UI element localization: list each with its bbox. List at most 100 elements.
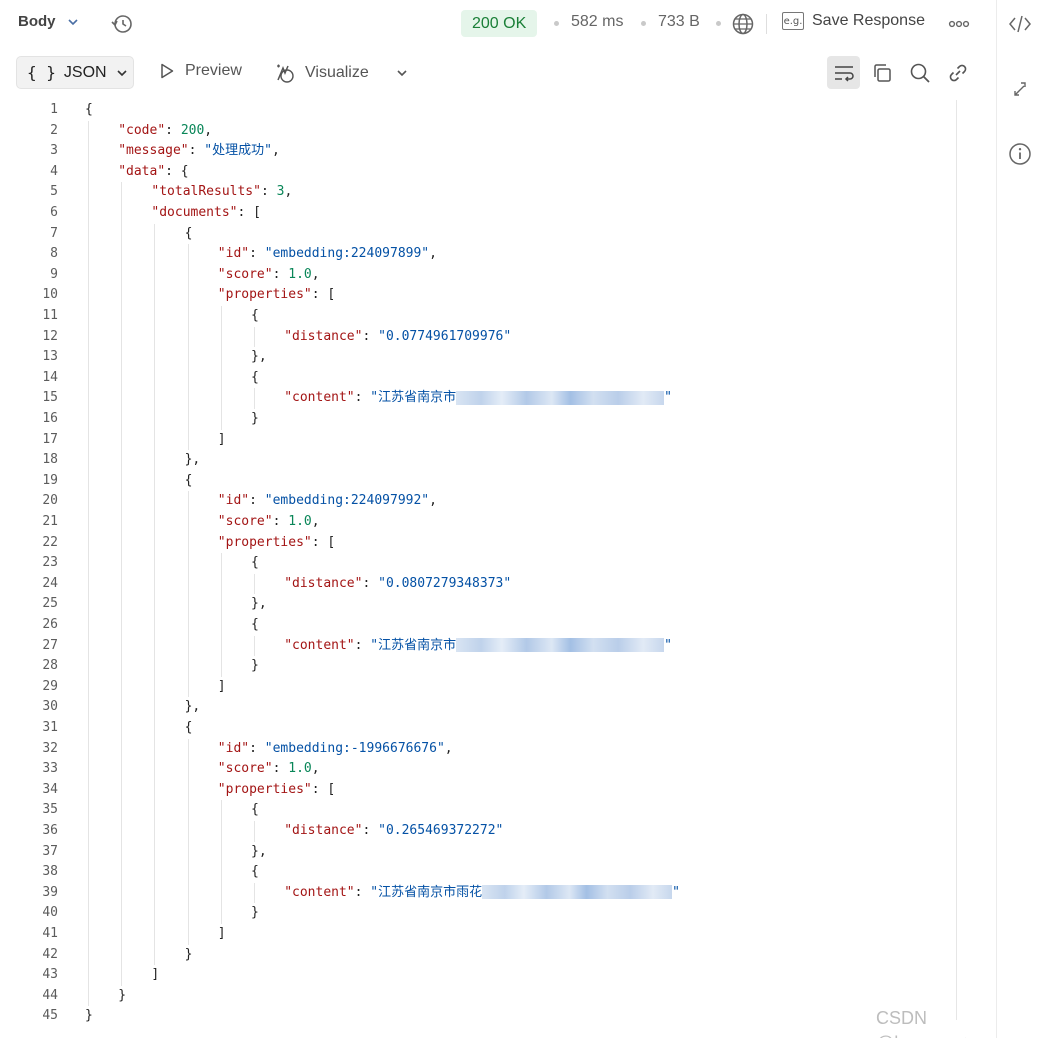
code-line[interactable]: }, [251,347,267,368]
indent-guide [154,553,156,574]
json-punctuation: , [271,143,280,159]
json-punctuation: : [272,266,289,282]
code-line[interactable]: ] [218,677,226,698]
code-line[interactable]: } [118,986,126,1007]
code-line[interactable]: "score": 1.0, [218,759,320,780]
code-line[interactable]: { [251,553,259,574]
link-button[interactable] [945,60,971,86]
json-key: "id" [217,246,250,262]
indent-guide [187,367,189,389]
json-punctuation: , [429,246,437,262]
code-line[interactable]: } [251,656,259,677]
indent-guide [187,862,189,883]
code-line[interactable]: "content": "江苏省南京市雨花" [284,883,680,904]
code-line[interactable]: } [251,903,259,924]
json-key: "distance" [284,575,363,591]
json-punctuation: : [249,493,265,509]
code-line[interactable]: { [251,306,259,327]
copy-button[interactable] [869,60,895,86]
code-line[interactable]: "id": "embedding:224097899", [218,244,437,265]
code-line[interactable]: "score": 1.0, [218,265,320,286]
info-button[interactable] [997,139,1041,169]
code-line[interactable]: "content": "江苏省南京市" [284,388,672,409]
code-line[interactable]: ] [218,924,226,945]
code-line[interactable]: { [251,615,259,636]
indent-guide [254,326,255,348]
info-icon [1008,143,1031,165]
code-line[interactable]: "properties": [ [218,285,335,306]
more-options-icon[interactable] [948,14,970,34]
related-collections-button[interactable] [997,74,1041,104]
indent-guide [154,697,156,718]
code-line[interactable]: { [185,718,193,739]
code-line[interactable]: }, [185,450,201,471]
wrap-lines-button[interactable] [827,56,860,89]
code-line[interactable]: }, [185,697,201,718]
line-number: 18 [42,452,58,468]
indent-guide [154,367,156,389]
code-line[interactable]: }, [251,842,267,863]
code-line[interactable]: } [251,409,259,430]
indent-guide [187,285,189,306]
code-line[interactable]: { [251,368,259,389]
code-line[interactable]: "properties": [ [218,533,335,554]
json-code-viewer[interactable]: 1{2"code": 200,3"message": "处理成功",4"data… [0,100,956,1038]
code-line[interactable]: "id": "embedding:224097992", [218,491,437,512]
json-key: "id" [217,740,250,756]
code-line[interactable]: { [251,800,259,821]
indent-guide [88,450,89,471]
code-line[interactable]: } [185,945,193,966]
code-line[interactable]: { [251,862,259,883]
visualize-button[interactable]: Visualize [274,62,369,84]
indent-guide [187,656,189,677]
json-key: "message" [118,143,189,159]
indent-guide [154,594,156,615]
json-string: "0.0807279348373" [378,575,512,591]
json-key: "content" [284,884,355,900]
globe-icon[interactable] [731,12,755,36]
status-badge[interactable]: 200 OK [461,10,538,37]
code-line[interactable]: "distance": "0.0774961709976" [284,327,511,348]
search-button[interactable] [907,60,933,86]
code-line[interactable]: { [185,224,193,245]
code-line[interactable]: ] [151,965,159,986]
indent-guide [187,347,189,368]
code-line[interactable]: { [85,100,93,121]
indent-guide [88,903,89,924]
code-line[interactable]: }, [251,594,267,615]
code-line[interactable]: ] [218,430,226,451]
code-line[interactable]: "totalResults": 3, [151,182,292,203]
code-line[interactable]: "properties": [ [218,780,335,801]
indent-guide [220,388,222,409]
indent-guide [121,676,123,698]
code-line[interactable]: } [85,1006,93,1027]
code-line[interactable]: "content": "江苏省南京市" [284,636,672,657]
preview-button[interactable]: Preview [158,62,242,80]
json-punctuation: } [251,411,259,426]
json-punctuation: : [354,390,371,406]
code-line[interactable]: { [185,471,193,492]
line-number: 10 [42,287,58,303]
code-line[interactable]: "message": "处理成功", [118,141,280,162]
scrollbar-track[interactable] [956,100,957,1020]
code-snippet-button[interactable] [997,9,1041,39]
line-number: 11 [42,308,58,323]
visualize-dropdown[interactable] [389,60,415,86]
history-icon[interactable] [110,12,134,36]
response-size[interactable]: 733 B [658,13,700,30]
code-line[interactable]: "distance": "0.0807279348373" [284,574,511,595]
save-response-button[interactable]: e.g. Save Response [782,12,925,30]
code-line[interactable]: "documents": [ [151,203,261,224]
preview-label: Preview [185,62,242,79]
line-number: 40 [42,905,58,921]
line-number: 33 [42,761,58,777]
code-line[interactable]: "distance": "0.265469372272" [284,821,503,842]
format-dropdown[interactable]: { } JSON [16,56,134,89]
code-line[interactable]: "code": 200, [118,121,212,142]
body-dropdown[interactable]: Body [18,13,80,30]
code-line[interactable]: "data": { [118,162,188,183]
indent-guide [220,821,222,842]
response-time[interactable]: 582 ms [571,13,624,30]
code-line[interactable]: "score": 1.0, [218,512,320,533]
code-line[interactable]: "id": "embedding:-1996676676", [218,739,453,760]
